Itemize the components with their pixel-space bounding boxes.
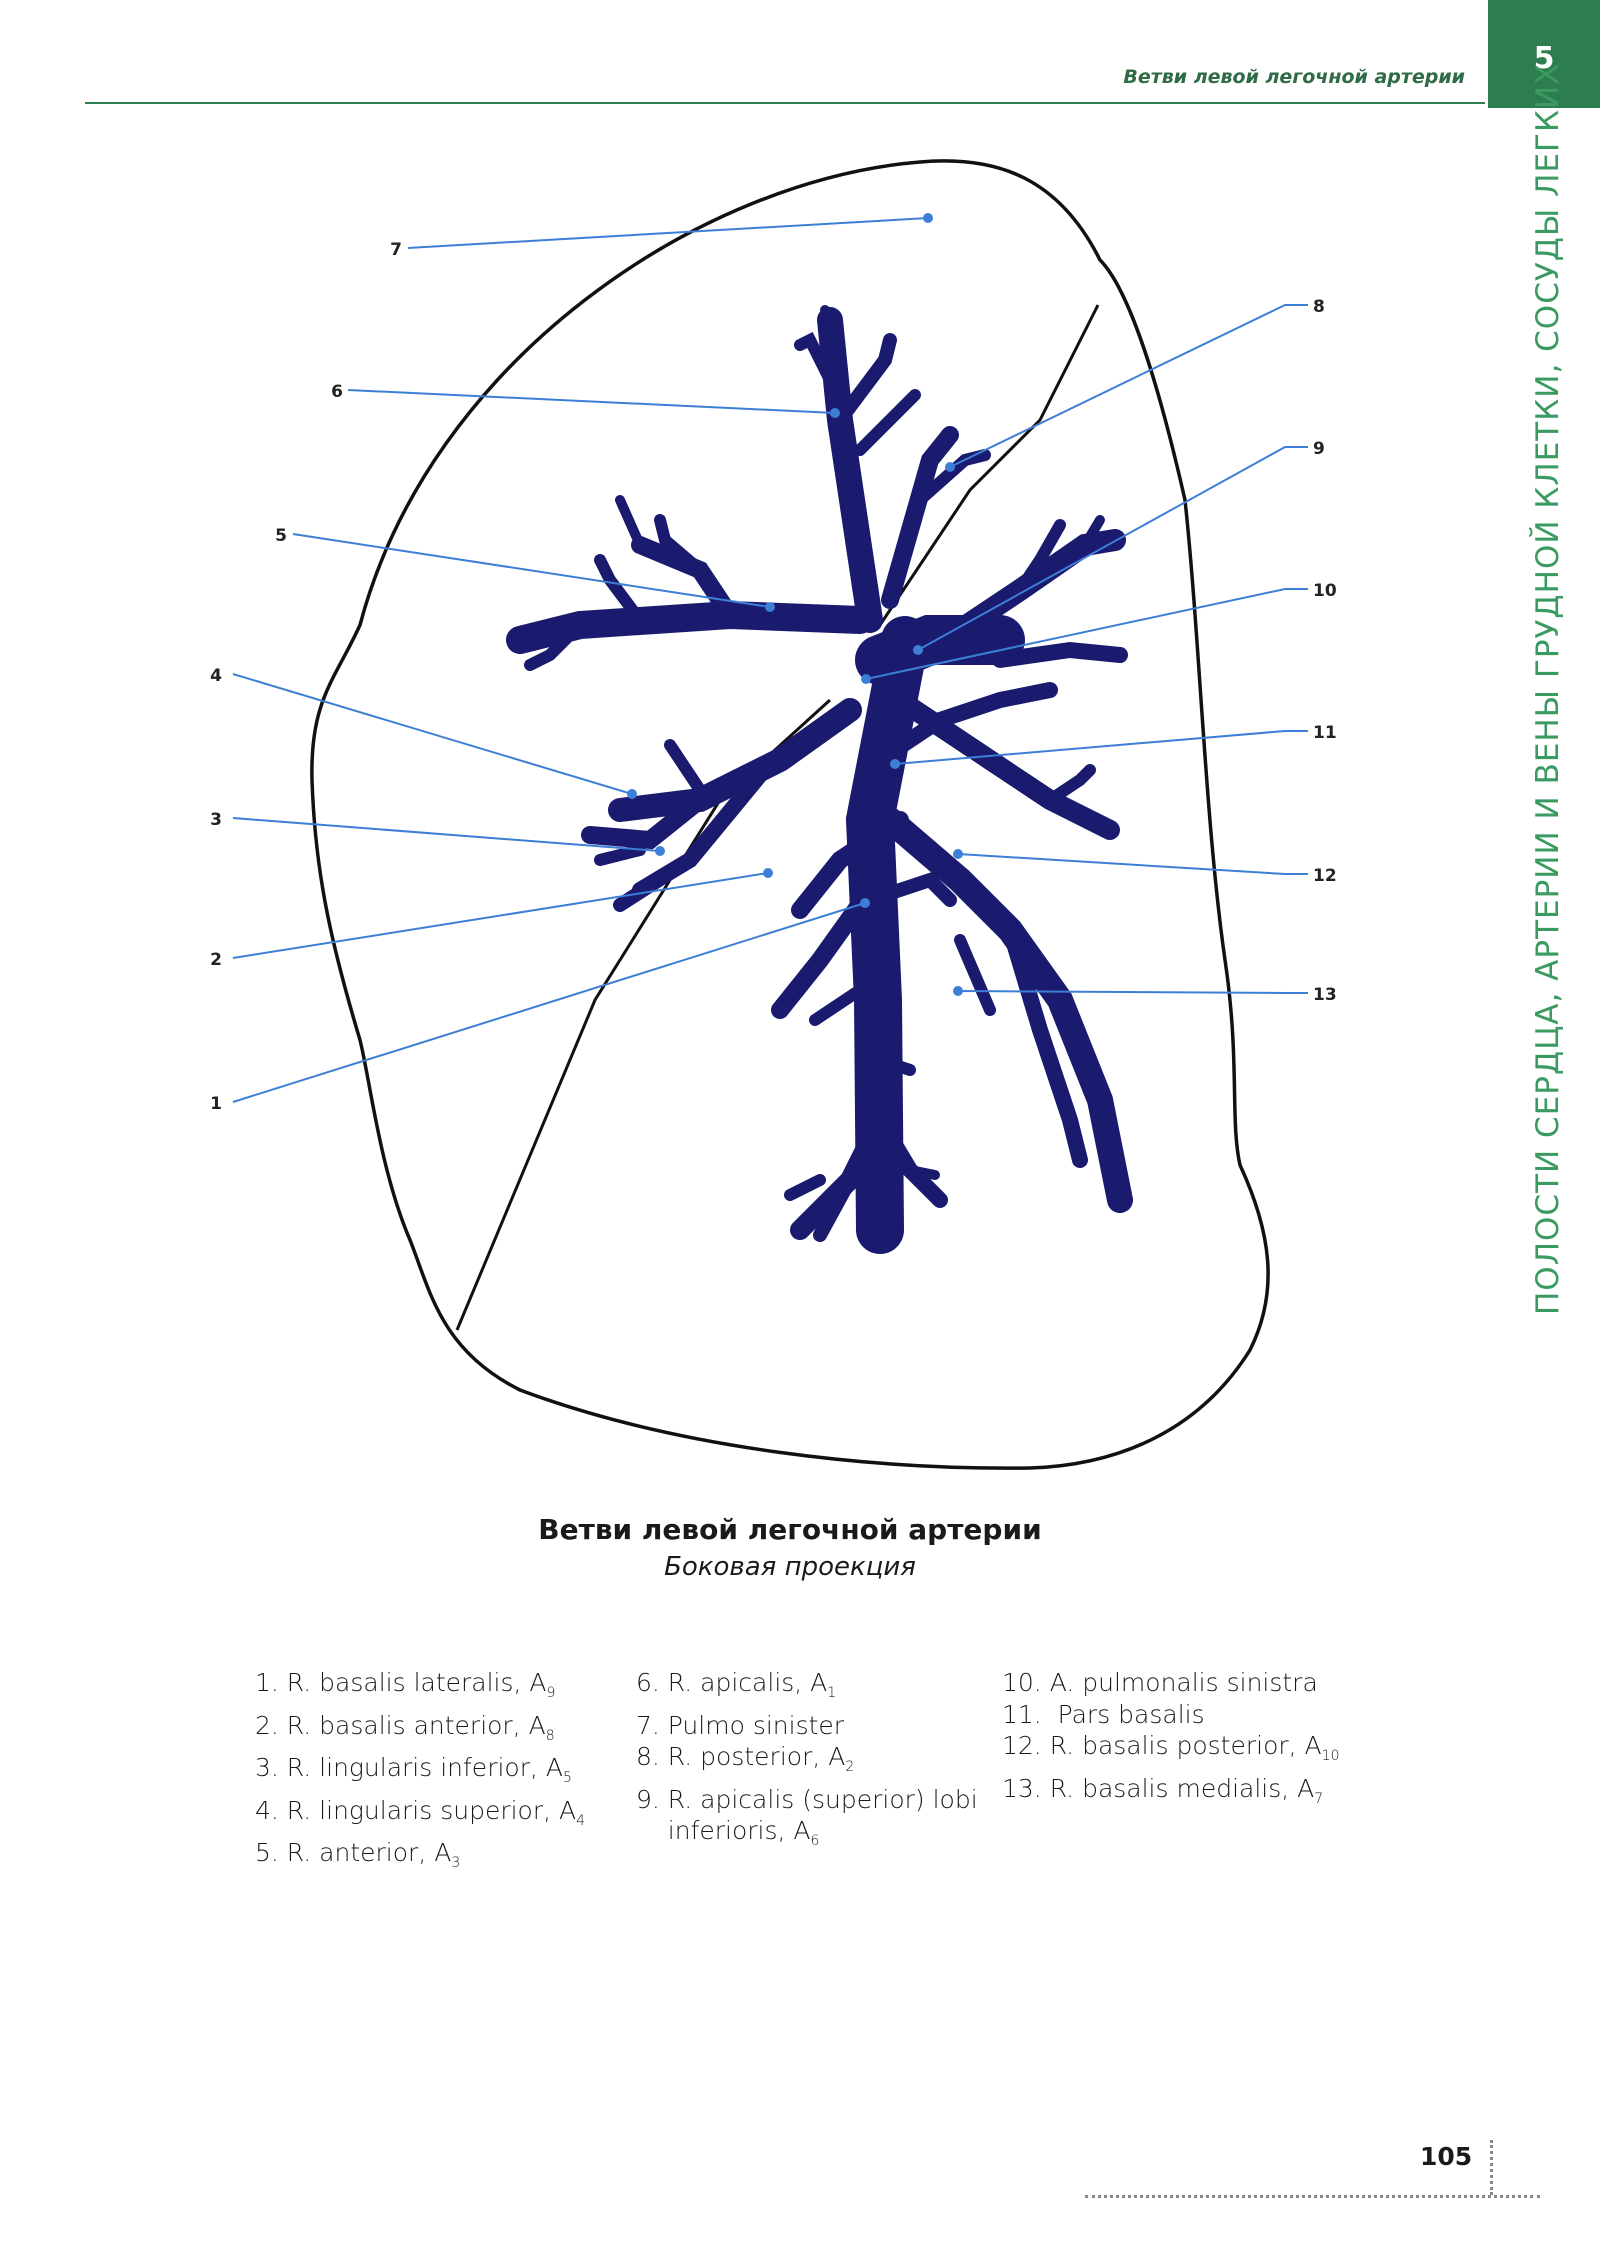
legend-item: 5. R. anterior, A3 (255, 1838, 461, 1871)
figure-subtitle: Боковая проекция (664, 1552, 916, 1582)
legend-item: 4. R. lingularis superior, A4 (255, 1795, 586, 1829)
footer-dotted-rule-vertical (1490, 2140, 1493, 2195)
legend-item: 7. Pulmo sinister (636, 1710, 845, 1740)
lung-outline (310, 159, 1270, 1470)
artery-tree (506, 305, 1133, 1254)
legend-item: 2. R. basalis anterior, A8 (255, 1710, 555, 1744)
footer-dotted-rule (1085, 2195, 1540, 2198)
callout-1: 1 (210, 1094, 222, 1114)
legend-column-1: 1. R. basalis lateralis, A9 2. R. basalis… (255, 1667, 585, 1880)
header-rule (85, 102, 1485, 104)
legend-item: 1. R. basalis lateralis, A9 (255, 1668, 556, 1701)
callout-8: 8 (1313, 297, 1325, 317)
callout-11: 11 (1313, 723, 1337, 743)
leader-lines (232, 213, 1308, 1103)
callout-12: 12 (1313, 866, 1337, 886)
upper-fissure (878, 304, 1100, 626)
legend-item: 6. R. apicalis, A1 (636, 1668, 837, 1701)
callout-6: 6 (331, 382, 343, 402)
lung-artery-figure: 1 2 3 4 5 6 7 8 9 10 11 12 13 (210, 159, 1337, 1470)
callout-2: 2 (210, 950, 222, 970)
figure-title: Ветви левой легочной артерии (538, 1513, 1042, 1546)
page-number: 105 (1420, 2142, 1473, 2171)
legend-item: 10. A. pulmonalis sinistra (1002, 1668, 1318, 1697)
legend-item: inferioris, A6 (636, 1816, 820, 1849)
callout-13: 13 (1313, 985, 1337, 1005)
callout-4: 4 (210, 666, 222, 686)
legend-item: 12. R. basalis posterior, A10 (1002, 1731, 1340, 1764)
running-header-title: Ветви левой легочной артерии (1123, 66, 1465, 88)
callout-5: 5 (275, 526, 287, 546)
callout-9: 9 (1313, 439, 1325, 459)
legend-item: 3. R. lingularis inferior, A5 (255, 1753, 572, 1786)
callout-3: 3 (210, 810, 222, 830)
chapter-tab: 5 (1488, 0, 1600, 108)
callout-7: 7 (390, 240, 402, 260)
legend-item: 8. R. posterior, A2 (636, 1742, 855, 1775)
legend-item: 9. R. apicalis (superior) lobi (636, 1784, 978, 1814)
callout-10: 10 (1313, 581, 1337, 601)
legend-item: 13. R. basalis medialis, A7 (1002, 1773, 1324, 1807)
legend-item: 11. Pars basalis (1002, 1699, 1205, 1729)
